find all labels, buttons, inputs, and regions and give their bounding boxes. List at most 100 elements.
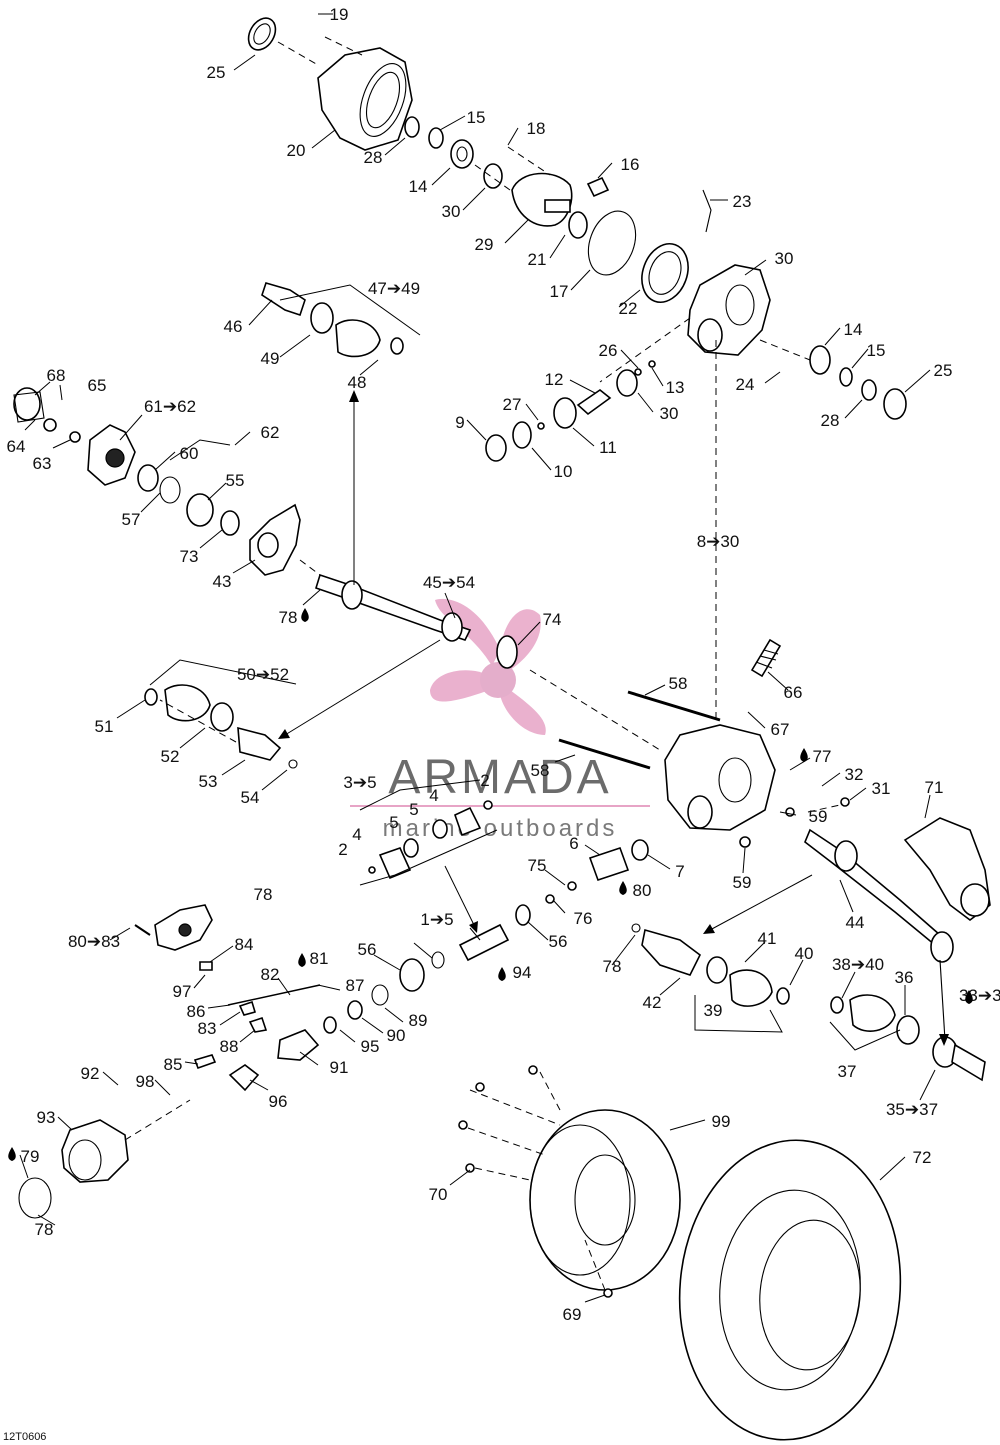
- callout-label: 39: [704, 1001, 723, 1020]
- callout-label: 23: [733, 192, 752, 211]
- callout-label: 45➔54: [423, 573, 475, 592]
- callout-label: 20: [287, 141, 306, 160]
- watermark-tagline: marine outboards: [383, 815, 618, 842]
- callout-label: 75: [528, 856, 547, 875]
- callout-label: 94: [513, 963, 532, 982]
- callout-label: 80➔83: [68, 932, 120, 951]
- oil-drop-icon: [498, 967, 506, 981]
- callout-label: 46: [224, 317, 243, 336]
- callout-label: 60: [180, 444, 199, 463]
- callout-label: 29: [475, 235, 494, 254]
- callout-label: 19: [330, 5, 349, 24]
- callout-label: 81: [310, 949, 329, 968]
- diagram-code: 12T0606: [3, 1431, 46, 1443]
- callout-label: 86: [187, 1002, 206, 1021]
- callout-label: 93: [37, 1108, 56, 1127]
- callout-label: 5: [409, 800, 418, 819]
- leader-lines: [19, 13, 936, 1303]
- callout-label: 56: [358, 940, 377, 959]
- callout-label: 69: [563, 1305, 582, 1324]
- callout-label: 44: [846, 913, 865, 932]
- assembly-lines: [124, 36, 949, 1291]
- callout-label: 28: [364, 148, 383, 167]
- callout-label: 47➔49: [368, 279, 420, 298]
- callout-label: 54: [241, 788, 260, 807]
- watermark-brand: ARMADA: [388, 751, 611, 804]
- callout-label: 41: [758, 929, 777, 948]
- callout-label: 25: [207, 63, 226, 82]
- callout-label: 99: [712, 1112, 731, 1131]
- callout-label: 56: [549, 932, 568, 951]
- callout-label: 43: [213, 572, 232, 591]
- oil-drop-icon: [301, 608, 309, 622]
- callout-label: 32: [845, 765, 864, 784]
- callout-label: 21: [528, 250, 547, 269]
- callout-label: 59: [809, 807, 828, 826]
- callout-label: 27: [503, 395, 522, 414]
- callout-label: 17: [550, 282, 569, 301]
- callout-label: 50➔52: [237, 665, 289, 684]
- callout-label: 38➔40: [832, 955, 884, 974]
- callout-label: 53: [199, 772, 218, 791]
- callout-label: 59: [733, 873, 752, 892]
- callout-label: 24: [736, 375, 755, 394]
- callout-label: 85: [164, 1055, 183, 1074]
- callout-label: 55: [226, 471, 245, 490]
- callout-label: 95: [361, 1037, 380, 1056]
- callout-label: 88: [220, 1037, 239, 1056]
- callout-label: 6: [569, 834, 578, 853]
- callout-label: 92: [81, 1064, 100, 1083]
- oil-drop-icons: [8, 608, 973, 1161]
- callout-label: 40: [795, 944, 814, 963]
- callout-label: 68: [47, 366, 66, 385]
- callout-label: 14: [844, 320, 863, 339]
- callout-label: 71: [925, 778, 944, 797]
- callout-label: 26: [599, 341, 618, 360]
- callout-label: 14: [409, 177, 428, 196]
- callout-label: 74: [543, 610, 562, 629]
- oil-drop-icon: [8, 1147, 16, 1161]
- callout-label: 78: [279, 608, 298, 627]
- callout-label: 13: [666, 378, 685, 397]
- callout-label: 35➔37: [886, 1100, 938, 1119]
- callout-label: 15: [467, 108, 486, 127]
- callout-label: 48: [348, 373, 367, 392]
- callout-label: 91: [330, 1058, 349, 1077]
- callout-label: 58: [531, 761, 550, 780]
- callout-label: 58: [669, 674, 688, 693]
- callout-label: 33➔37: [959, 986, 1000, 1005]
- callout-label: 57: [122, 510, 141, 529]
- callout-label: 78: [35, 1220, 54, 1239]
- callout-label: 2: [338, 840, 347, 859]
- callout-label: 64: [7, 437, 26, 456]
- callout-label: 61➔62: [144, 397, 196, 416]
- callout-label: 62: [261, 423, 280, 442]
- callout-label: 18: [527, 119, 546, 138]
- callout-label: 22: [619, 299, 638, 318]
- callout-label: 73: [180, 547, 199, 566]
- callout-label: 80: [633, 881, 652, 900]
- callout-label: 12: [545, 370, 564, 389]
- callout-label: 36: [895, 968, 914, 987]
- callout-label: 4: [352, 825, 361, 844]
- callout-label: 9: [455, 413, 464, 432]
- callout-label: 4: [429, 786, 438, 805]
- callout-label: 77: [813, 747, 832, 766]
- callout-label: 65: [88, 376, 107, 395]
- callout-label: 63: [33, 454, 52, 473]
- callout-label: 8➔30: [697, 532, 740, 551]
- callout-label: 66: [784, 683, 803, 702]
- callout-label: 37: [838, 1062, 857, 1081]
- callout-label: 98: [136, 1072, 155, 1091]
- callout-label: 96: [269, 1092, 288, 1111]
- callout-label: 49: [261, 349, 280, 368]
- callout-label: 30: [775, 249, 794, 268]
- callout-label: 25: [934, 361, 953, 380]
- callout-label: 78: [603, 957, 622, 976]
- oil-drop-icon: [619, 881, 627, 895]
- callout-label: 30: [660, 404, 679, 423]
- callout-label: 51: [95, 717, 114, 736]
- callout-label: 28: [821, 411, 840, 430]
